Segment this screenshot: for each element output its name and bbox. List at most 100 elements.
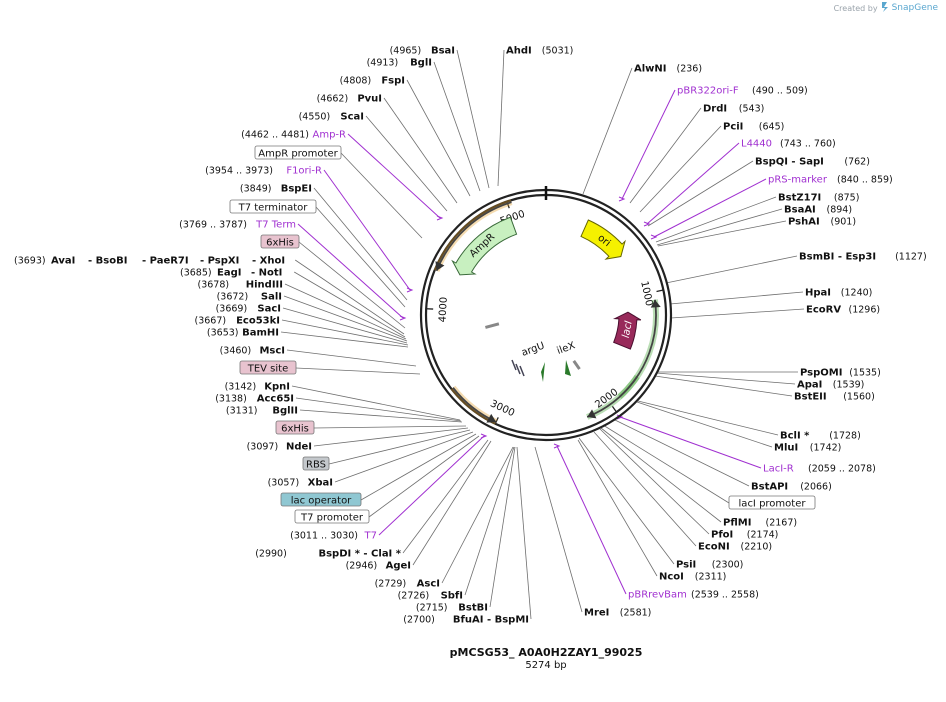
site-label[interactable]: PciI(645) — [723, 122, 784, 133]
site-label[interactable]: T7 promoter — [294, 509, 370, 524]
site-position: (743 .. 760) — [780, 139, 836, 150]
site-label[interactable]: BsmBI - Esp3I(1127) — [799, 252, 927, 263]
site-position: (2700) — [403, 615, 435, 626]
site-label-group[interactable]: (3693)AvaI- BsoBI- PaeR7I- PspXI- XhoI — [14, 256, 285, 267]
feature-box-label: lacI promoter — [739, 499, 807, 510]
site-label[interactable]: Amp-R(4462 .. 4481) — [241, 130, 346, 141]
site-label[interactable]: BsaAI(894) — [784, 205, 852, 216]
site-label[interactable]: TEV site — [239, 360, 297, 375]
site-label[interactable]: RBS — [302, 456, 330, 471]
site-label[interactable]: BglII(3131) — [226, 406, 298, 417]
feature-ampr[interactable] — [451, 216, 518, 276]
site-label[interactable]: HpaI(1240) — [805, 288, 872, 299]
site-position: (840 .. 859) — [837, 175, 893, 186]
site-position: (2059 .. 2078) — [808, 464, 876, 475]
site-label-group[interactable]: (3685)EagI- NotI — [180, 268, 282, 279]
leader-line — [294, 259, 405, 335]
enzyme-name: BglII — [272, 406, 298, 417]
site-label[interactable]: PspOMI(1535) — [800, 368, 881, 379]
site-label[interactable]: NcoI(2311) — [659, 572, 726, 583]
site-label[interactable]: PshAI(901) — [788, 217, 856, 228]
enzyme-name: NcoI — [659, 572, 684, 583]
site-label[interactable]: AlwNI(236) — [634, 64, 702, 75]
site-label[interactable]: AhdI(5031) — [506, 46, 573, 57]
leader-line — [602, 424, 730, 504]
site-label[interactable]: BfuAI - BspMI(2700) — [403, 615, 529, 626]
site-label[interactable]: SalI(3672) — [217, 292, 282, 303]
site-label[interactable]: DrdI(543) — [703, 104, 764, 115]
site-label[interactable]: AmpR promoter — [254, 145, 342, 160]
site-label[interactable]: 6xHis — [275, 420, 315, 435]
tick-mark — [656, 289, 664, 293]
site-label[interactable]: pRS-marker(840 .. 859) — [768, 175, 893, 186]
site-label[interactable]: PsiI(2300) — [676, 560, 743, 571]
site-label[interactable]: LacI-R(2059 .. 2078) — [763, 464, 876, 475]
site-label[interactable]: BamHI(3653) — [207, 328, 279, 339]
site-label[interactable]: SbfI(2726) — [398, 591, 463, 602]
enzyme-name: SalI — [261, 292, 282, 303]
enzyme-name: PfoI — [711, 530, 733, 541]
site-label[interactable]: T7 terminator — [229, 199, 317, 214]
site-label[interactable]: MluI(1742) — [774, 443, 841, 454]
site-label[interactable]: lacI promoter — [728, 495, 816, 510]
leader-line — [313, 427, 469, 447]
site-position: (2066) — [800, 482, 832, 493]
site-label[interactable]: BspEI(3849) — [240, 184, 312, 195]
site-label[interactable]: lac operator — [280, 492, 362, 507]
site-label[interactable]: pBR322ori-F(490 .. 509) — [677, 86, 808, 97]
site-label[interactable]: PfoI(2174) — [711, 530, 778, 541]
enzyme-name: PsiI — [676, 560, 696, 571]
site-label[interactable]: Eco53kI(3667) — [195, 316, 280, 327]
site-label[interactable]: ScaI(4550) — [299, 112, 364, 123]
feature-laci[interactable] — [612, 311, 642, 350]
site-label[interactable]: PvuI(4662) — [317, 94, 382, 105]
leader-line — [516, 446, 532, 620]
site-label[interactable]: T7 Term(3769 .. 3787) — [179, 220, 296, 231]
feature-box-label: TEV site — [247, 364, 289, 375]
site-label[interactable]: BstAPI(2066) — [751, 482, 832, 493]
site-label[interactable]: HindIII(3678) — [198, 280, 283, 291]
site-label[interactable]: BstZ17I(875) — [778, 193, 859, 204]
site-label[interactable]: BsaI(4965) — [390, 46, 455, 57]
enzyme-name: - XhoI — [252, 256, 285, 267]
primer-name: T7 — [364, 531, 377, 542]
site-position: (1240) — [841, 288, 873, 299]
leader-lines — [280, 49, 805, 620]
site-label[interactable]: BclI *(1728) — [780, 431, 861, 442]
site-label[interactable]: PflMI(2167) — [723, 518, 797, 529]
site-label[interactable]: BglI(4913) — [367, 58, 432, 69]
site-position: (490 .. 509) — [752, 86, 808, 97]
feature-ori[interactable] — [580, 219, 626, 260]
site-label[interactable]: AgeI(2946) — [346, 561, 411, 572]
site-label[interactable]: Acc65I(3138) — [215, 394, 294, 405]
site-label[interactable]: MreI(2581) — [584, 608, 651, 619]
site-label[interactable]: SacI(3669) — [216, 304, 281, 315]
site-label[interactable]: BspDI * - ClaI *(2990) — [255, 549, 402, 560]
site-label[interactable]: EcoRV(1296) — [806, 305, 880, 316]
leader-line — [433, 61, 481, 192]
site-label[interactable]: L4440(743 .. 760) — [741, 139, 836, 150]
site-label[interactable]: NdeI(3097) — [247, 442, 312, 453]
site-label[interactable]: AscI(2729) — [375, 579, 440, 590]
site-label[interactable]: BstEII(1560) — [794, 392, 875, 403]
leader-line — [619, 416, 762, 469]
site-label[interactable]: BstBI(2715) — [416, 603, 488, 614]
site-label[interactable]: pBRrevBam(2539 .. 2558) — [628, 590, 759, 601]
site-label[interactable]: EcoNI(2210) — [698, 542, 772, 553]
site-label[interactable]: 6xHis — [260, 234, 300, 249]
site-label[interactable]: ApaI(1539) — [797, 380, 864, 391]
site-label[interactable]: FspI(4808) — [340, 76, 405, 87]
site-label[interactable]: F1ori-R(3954 .. 3973) — [205, 166, 322, 177]
ileX-arrow-icon — [565, 360, 571, 376]
site-label[interactable]: MscI(3460) — [220, 346, 285, 357]
enzyme-name: MreI — [584, 608, 609, 619]
site-position: (894) — [827, 205, 853, 216]
leader-line — [286, 349, 417, 367]
site-label[interactable]: BspQI - SapI(762) — [755, 157, 870, 168]
site-label[interactable]: T7(3011 .. 3030) — [290, 531, 377, 542]
leader-line — [297, 223, 404, 319]
enzyme-name: - NotI — [251, 268, 282, 279]
enzyme-name: BspQI - SapI — [755, 157, 824, 168]
site-label[interactable]: KpnI(3142) — [225, 382, 290, 393]
site-label[interactable]: XbaI(3057) — [268, 478, 333, 489]
